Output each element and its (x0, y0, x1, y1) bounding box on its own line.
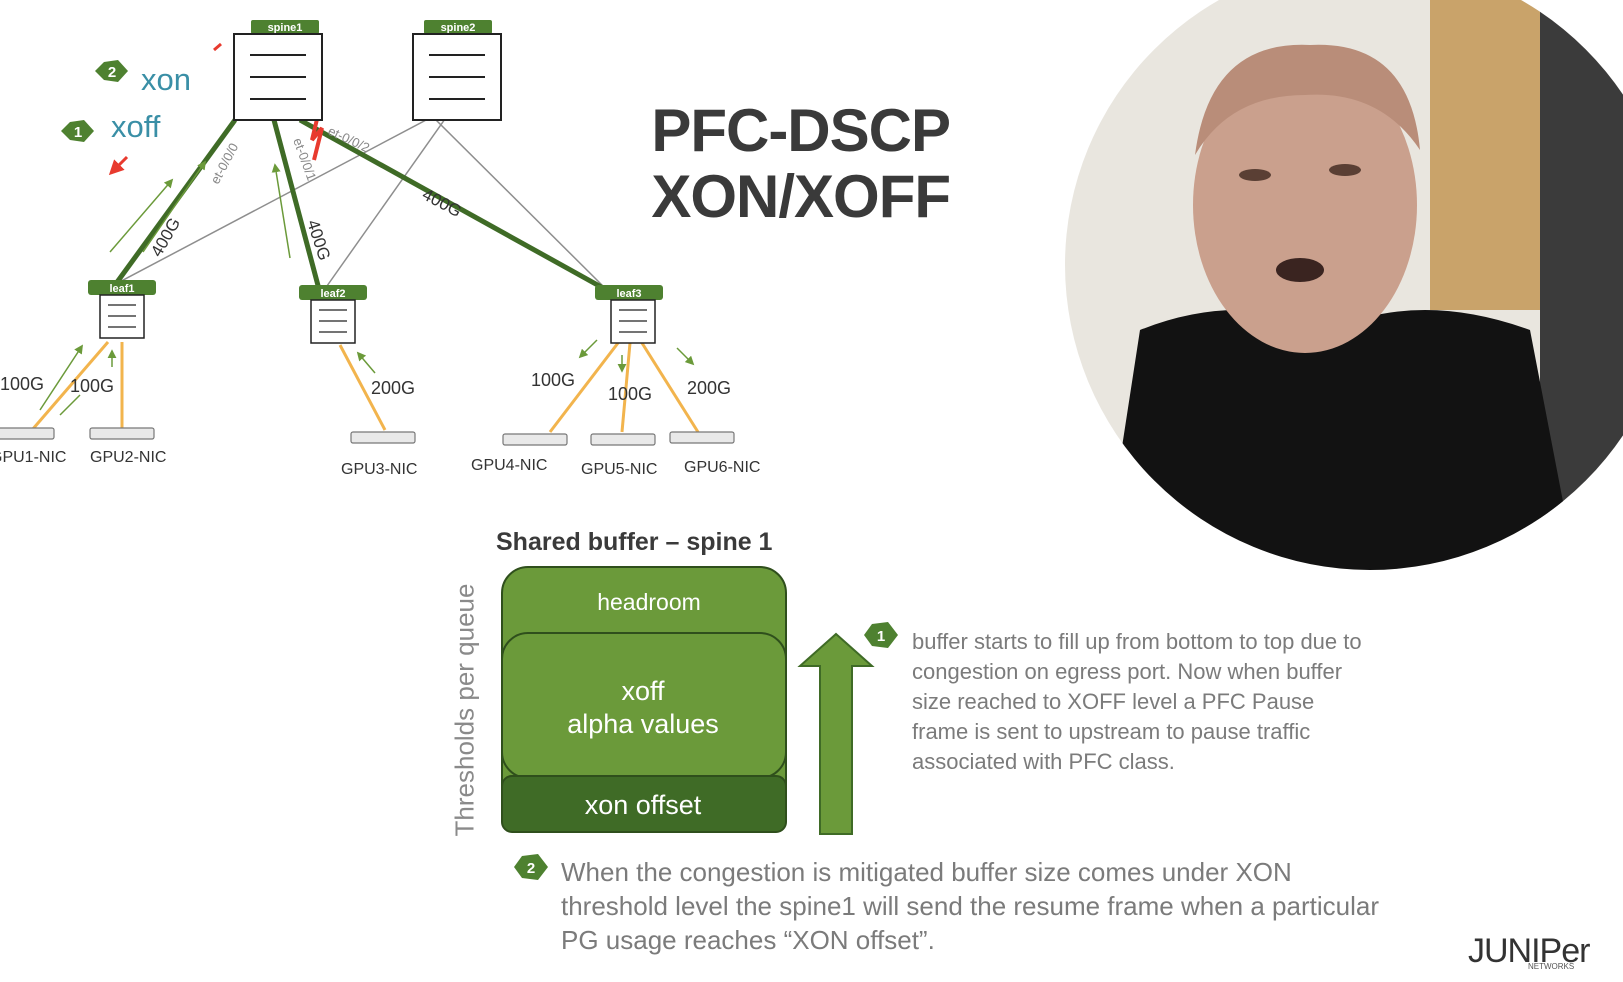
xoff-level-label: xoff (621, 676, 665, 706)
buffer-title: Shared buffer – spine 1 (496, 528, 773, 556)
uplinks-400g (112, 117, 614, 296)
svg-text:1: 1 (877, 628, 885, 645)
juniper-logo: JUNIPer (1468, 932, 1590, 970)
note2-badge: 2 (514, 854, 548, 880)
title-line-2: XON/XOFF (651, 163, 951, 230)
leaf1-label: leaf1 (109, 283, 134, 295)
alpha-values-label: alpha values (567, 709, 719, 739)
svg-text:2: 2 (527, 860, 535, 877)
note1-text: buffer starts to fill up from bottom to … (912, 629, 1362, 774)
nic4-speed: 100G (531, 370, 575, 390)
nic5-speed: 100G (608, 384, 652, 404)
nic1-speed: 100G (0, 374, 44, 394)
note1-badge: 1 (864, 622, 898, 648)
spine1-label: spine1 (268, 22, 303, 34)
leaf2-switch: leaf2 (299, 285, 367, 344)
nic-links (30, 341, 700, 433)
leaf3-label: leaf3 (616, 288, 641, 300)
xon-label: xon (141, 62, 191, 97)
legend-xoff: 1 xoff (61, 109, 161, 144)
leaf2-label: leaf2 (320, 288, 345, 300)
nic2-label: GPU2-NIC (90, 449, 166, 466)
spine2-switch: spine2 (412, 20, 502, 121)
xon-badge: 2 (108, 64, 116, 81)
nic3-label: GPU3-NIC (341, 461, 417, 478)
nic2-speed: 100G (70, 376, 114, 396)
leaf3-switch: leaf3 (595, 285, 663, 344)
xoff-label: xoff (111, 109, 161, 144)
title-line-1: PFC-DSCP (651, 97, 951, 164)
pause-arrows (108, 42, 324, 176)
nic-devices (0, 427, 735, 446)
legend-xon: 2 xon (95, 60, 191, 97)
note2-text: When the congestion is mitigated buffer … (561, 857, 1379, 955)
flow-arrows (39, 160, 695, 416)
xon-offset-label: xon offset (585, 790, 702, 820)
leaf1-switch: leaf1 (88, 280, 156, 339)
xoff-badge: 1 (74, 124, 82, 141)
nic3-speed: 200G (371, 378, 415, 398)
fill-up-arrow (797, 632, 875, 835)
nic4-label: GPU4-NIC (471, 457, 547, 474)
headroom-label: headroom (597, 589, 701, 615)
buffer-stack (501, 566, 787, 833)
spine1-switch: spine1 (233, 20, 323, 121)
nic5-label: GPU5-NIC (581, 461, 657, 478)
nic6-speed: 200G (687, 378, 731, 398)
slide-title: PFC-DSCP XON/XOFF (570, 97, 951, 230)
nic6-label: GPU6-NIC (684, 459, 760, 476)
juniper-logo-sub: NETWORKS (1528, 962, 1575, 971)
gray-links (109, 118, 611, 294)
spine2-label: spine2 (441, 22, 476, 34)
